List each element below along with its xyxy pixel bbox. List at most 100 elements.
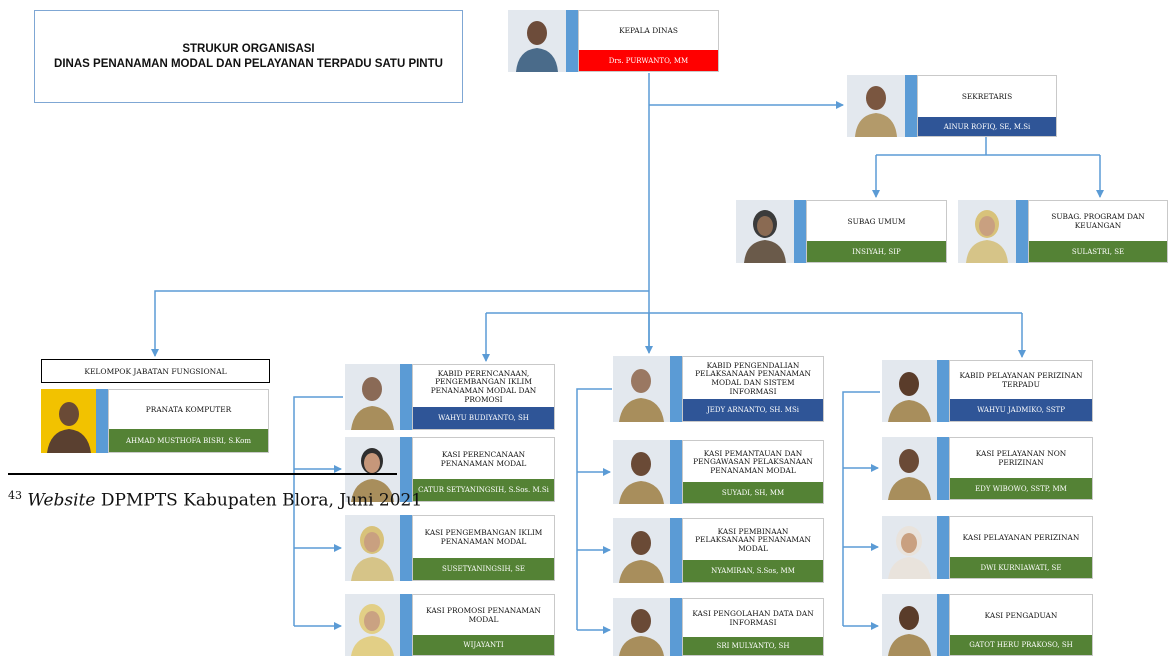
card-subag-umum: SUBAG UMUM INSIYAH, SIP bbox=[736, 200, 947, 263]
card-kabid-perencanaan: KABID PERENCANAAN, PENGEMBANGAN IKLIM PE… bbox=[345, 364, 555, 430]
card-kabid-pelayanan: KABID PELAYANAN PERIZINAN TERPADU WAHYU … bbox=[882, 360, 1093, 422]
person-photo bbox=[958, 200, 1016, 263]
person-photo bbox=[345, 437, 400, 502]
card-accent bbox=[905, 75, 917, 137]
card-accent bbox=[1016, 200, 1028, 263]
card-accent bbox=[937, 437, 949, 500]
person-photo bbox=[882, 437, 937, 500]
chart-title-line2: DINAS PENANAMAN MODAL DAN PELAYANAN TERP… bbox=[54, 57, 443, 70]
position-title: KASI PERENCANAAN PENANAMAN MODAL bbox=[440, 449, 527, 468]
position-title: KASI PEMBINAAN PELAKSANAAN PENANAMAN MOD… bbox=[695, 526, 811, 553]
card-info: KASI PELAYANAN NON PERIZINAN EDY WIBOWO,… bbox=[949, 437, 1093, 500]
person-photo bbox=[41, 389, 96, 453]
card-accent bbox=[400, 437, 412, 502]
card-accent bbox=[670, 518, 682, 583]
person-name: Drs. PURWANTO, MM bbox=[579, 50, 718, 71]
person-photo bbox=[882, 360, 937, 422]
card-kasi-pengaduan: KASI PENGADUAN GATOT HERU PRAKOSO, SH bbox=[882, 594, 1093, 656]
position-title: SUBAG. PROGRAM DAN KEUANGAN bbox=[1051, 212, 1145, 230]
card-kasi-perizinan: KASI PELAYANAN PERIZINAN DWI KURNIAWATI,… bbox=[882, 516, 1093, 579]
position-title: KASI PENGOLAHAN DATA DAN INFORMASI bbox=[692, 609, 814, 627]
connector-col1 bbox=[293, 396, 343, 626]
card-kasi-pemantauan: KASI PEMANTAUAN DAN PENGAWASAN PELAKSANA… bbox=[613, 440, 824, 504]
card-info: SUBAG. PROGRAM DAN KEUANGAN SULASTRI, SE bbox=[1028, 200, 1168, 263]
person-photo bbox=[613, 440, 670, 504]
person-photo bbox=[345, 515, 400, 581]
person-name: AHMAD MUSTHOFA BISRI, S.Kom bbox=[109, 429, 268, 452]
person-name: CATUR SETYANINGSIH, S.Sos. M.Si bbox=[413, 479, 554, 501]
position-title: KEPALA DINAS bbox=[619, 26, 678, 36]
card-accent bbox=[794, 200, 806, 263]
person-photo bbox=[847, 75, 905, 137]
position-title: KABID PENGENDALIAN PELAKSANAAN PENANAMAN… bbox=[695, 360, 811, 396]
person-name: SUSETYANINGSIH, SE bbox=[413, 558, 554, 580]
card-info: SEKRETARIS AINUR ROFIQ, SE, M.Si bbox=[917, 75, 1057, 137]
card-accent bbox=[937, 516, 949, 579]
position-title: KASI PROMOSI PENANAMAN MODAL bbox=[426, 606, 541, 624]
card-accent bbox=[937, 594, 949, 656]
card-kasi-perencanaan: KASI PERENCANAAN PENANAMAN MODAL CATUR S… bbox=[345, 437, 555, 502]
card-info: KABID PENGENDALIAN PELAKSANAAN PENANAMAN… bbox=[682, 356, 824, 422]
card-info: KASI PENGEMBANGAN IKLIM PENANAMAN MODAL … bbox=[412, 515, 555, 581]
card-info: PRANATA KOMPUTER AHMAD MUSTHOFA BISRI, S… bbox=[108, 389, 269, 453]
card-info: KEPALA DINAS Drs. PURWANTO, MM bbox=[578, 10, 719, 72]
position-title: KASI PENGEMBANGAN IKLIM PENANAMAN MODAL bbox=[424, 528, 543, 546]
position-title: KABID PELAYANAN PERIZINAN TERPADU bbox=[959, 371, 1083, 389]
connector-fungsional bbox=[151, 290, 649, 357]
card-accent bbox=[400, 364, 412, 430]
card-accent bbox=[937, 360, 949, 422]
card-kasi-pembinaan: KASI PEMBINAAN PELAKSANAAN PENANAMAN MOD… bbox=[613, 518, 824, 583]
card-kabid-pengendalian: KABID PENGENDALIAN PELAKSANAAN PENANAMAN… bbox=[613, 356, 824, 422]
position-title: KASI PELAYANAN PERIZINAN bbox=[962, 532, 1080, 542]
card-accent bbox=[670, 440, 682, 504]
footnote-number: 43 bbox=[8, 489, 22, 502]
card-kasi-pengembangan: KASI PENGEMBANGAN IKLIM PENANAMAN MODAL … bbox=[345, 515, 555, 581]
card-info: KASI PROMOSI PENANAMAN MODAL WIJAYANTI bbox=[412, 594, 555, 656]
person-name: AINUR ROFIQ, SE, M.Si bbox=[918, 117, 1056, 136]
card-info: KASI PERENCANAAN PENANAMAN MODAL CATUR S… bbox=[412, 437, 555, 502]
fungsional-group-label: KELOMPOK JABATAN FUNGSIONAL bbox=[41, 359, 270, 383]
card-subag-program: SUBAG. PROGRAM DAN KEUANGAN SULASTRI, SE bbox=[958, 200, 1168, 263]
card-info: KASI PENGOLAHAN DATA DAN INFORMASI SRI M… bbox=[682, 598, 824, 656]
person-photo bbox=[736, 200, 794, 263]
card-info: SUBAG UMUM INSIYAH, SIP bbox=[806, 200, 947, 263]
person-name: GATOT HERU PRAKOSO, SH bbox=[950, 635, 1092, 655]
person-name: JEDY ARNANTO, SH. MSi bbox=[683, 399, 823, 421]
person-name: SULASTRI, SE bbox=[1029, 241, 1167, 262]
card-kasi-pengolahan-data: KASI PENGOLAHAN DATA DAN INFORMASI SRI M… bbox=[613, 598, 824, 656]
card-info: KASI PENGADUAN GATOT HERU PRAKOSO, SH bbox=[949, 594, 1093, 656]
card-info: KABID PELAYANAN PERIZINAN TERPADU WAHYU … bbox=[949, 360, 1093, 422]
footnote: 43 Website DPMPTS Kabupaten Blora, Juni … bbox=[8, 489, 422, 511]
connector-col3 bbox=[842, 391, 880, 626]
person-name: SRI MULYANTO, SH bbox=[683, 637, 823, 655]
card-info: KABID PERENCANAAN, PENGEMBANGAN IKLIM PE… bbox=[412, 364, 555, 430]
person-photo bbox=[345, 594, 400, 656]
card-info: KASI PELAYANAN PERIZINAN DWI KURNIAWATI,… bbox=[949, 516, 1093, 579]
person-photo bbox=[345, 364, 400, 430]
card-accent bbox=[400, 515, 412, 581]
card-kasi-non-perizinan: KASI PELAYANAN NON PERIZINAN EDY WIBOWO,… bbox=[882, 437, 1093, 500]
person-photo bbox=[882, 594, 937, 656]
card-info: KASI PEMANTAUAN DAN PENGAWASAN PELAKSANA… bbox=[682, 440, 824, 504]
position-title: KASI PEMANTAUAN DAN PENGAWASAN PELAKSANA… bbox=[693, 448, 813, 475]
chart-title-box: STRUKUR ORGANISASI DINAS PENANAMAN MODAL… bbox=[34, 10, 463, 103]
position-title: SUBAG UMUM bbox=[847, 216, 906, 226]
position-title: PRANATA KOMPUTER bbox=[145, 405, 232, 415]
card-accent bbox=[670, 356, 682, 422]
card-info: KASI PEMBINAAN PELAKSANAAN PENANAMAN MOD… bbox=[682, 518, 824, 583]
person-name: SUYADI, SH, MM bbox=[683, 482, 823, 503]
footnote-separator bbox=[8, 473, 397, 475]
person-photo bbox=[613, 356, 670, 422]
position-title: SEKRETARIS bbox=[961, 92, 1013, 102]
card-pranata-komputer: PRANATA KOMPUTER AHMAD MUSTHOFA BISRI, S… bbox=[41, 389, 269, 453]
card-accent bbox=[566, 10, 578, 72]
chart-title-line1: STRUKUR ORGANISASI bbox=[182, 42, 315, 55]
person-name: EDY WIBOWO, SSTP, MM bbox=[950, 478, 1092, 499]
person-photo bbox=[882, 516, 937, 579]
card-sekretaris: SEKRETARIS AINUR ROFIQ, SE, M.Si bbox=[847, 75, 1057, 137]
person-photo bbox=[613, 598, 670, 656]
person-name: DWI KURNIAWATI, SE bbox=[950, 557, 1092, 578]
footnote-text: DPMPTS Kabupaten Blora, Juni 2021 bbox=[95, 490, 423, 511]
card-kepala-dinas: KEPALA DINAS Drs. PURWANTO, MM bbox=[508, 10, 719, 72]
